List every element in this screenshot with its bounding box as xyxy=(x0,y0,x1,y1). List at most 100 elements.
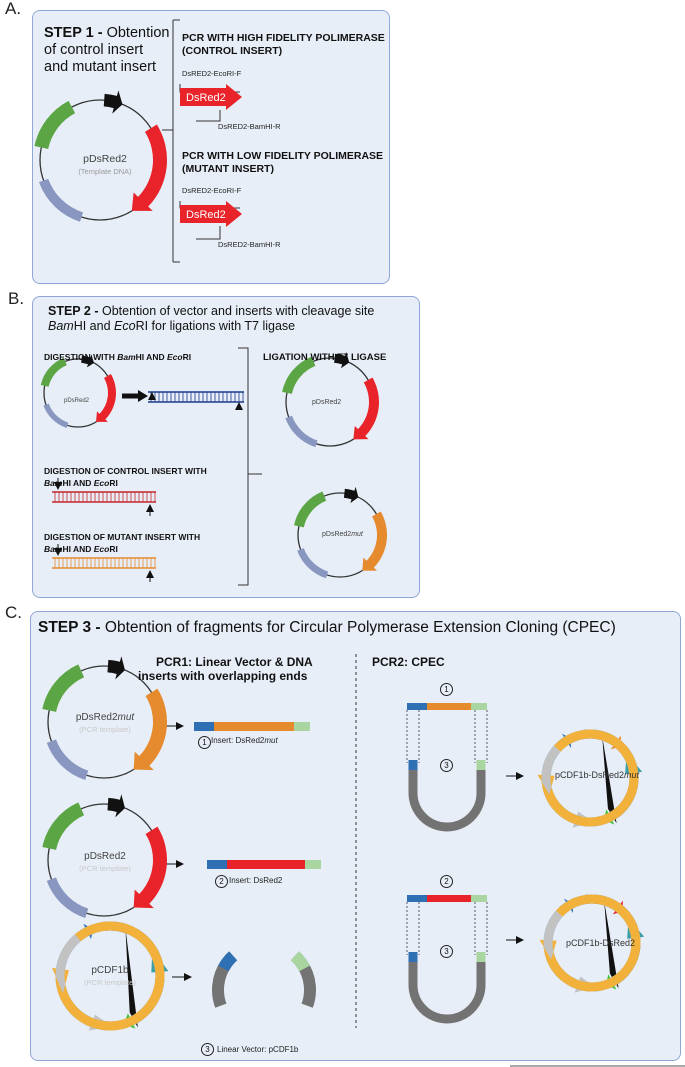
insert-2-bar-left xyxy=(207,860,227,869)
plasmid-sublabel: (Template DNA) xyxy=(78,167,132,176)
product-1-a: pCDF1b-DsRed2 xyxy=(555,770,625,780)
insert-1-a: Insert: DsRed2 xyxy=(211,736,265,745)
panel-a-title: STEP 1 - Obtention xyxy=(44,25,169,42)
panel-a-letter: A. xyxy=(5,0,22,18)
template-2-sub: (PCR template) xyxy=(79,864,131,873)
cpec-1-insert-body xyxy=(427,703,471,710)
panel-b-title-1: STEP 2 - Obtention of vector and inserts… xyxy=(48,304,374,318)
insert-2-bar-body xyxy=(227,860,305,869)
ligation-plasmid-1-label: pDsRed2 xyxy=(312,399,342,406)
digest-mutant-header-2: BamHI AND EcoRI xyxy=(44,544,118,554)
pcr1-header-2: inserts with overlapping ends xyxy=(138,669,308,683)
product-1-b: mut xyxy=(624,770,640,780)
panel-c-letter: C. xyxy=(5,603,22,622)
digest-1-b: HI AND xyxy=(135,352,167,362)
panel-b-small-plasmid-promoter xyxy=(81,354,94,368)
panel-a-title-line2: of control insert xyxy=(44,42,144,58)
digest-1-c: RI xyxy=(182,352,192,362)
panel-a-plasmid-lavender-gene xyxy=(38,178,84,222)
num-badge-vector: 3 xyxy=(201,1043,214,1056)
panel-a-box xyxy=(32,10,390,284)
ligation-plasmid-2-promoter xyxy=(343,486,359,504)
cpec-2-vector xyxy=(408,955,486,1024)
num-badge-cpec-1-top: 1 xyxy=(440,683,453,696)
primer-f-bottom: DsRED2-EcoRI-F xyxy=(182,186,242,195)
digest-1-bam: Bam xyxy=(117,352,136,362)
pcr-low-header-1: PCR WITH LOW FIDELITY POLIMERASE xyxy=(182,150,384,162)
digest-3-bam: Bam xyxy=(44,544,63,554)
panel-a-step-rest: Obtention xyxy=(106,25,170,41)
product-2-label: pCDF1b-DsRed2 xyxy=(566,938,636,948)
template-1-plasmid-promoter xyxy=(107,656,125,680)
digest-3-b: HI AND xyxy=(62,544,94,554)
pcr-high-header-1: PCR WITH HIGH FIDELITY POLIMERASE xyxy=(182,32,385,44)
template-1-b: mut xyxy=(117,712,135,723)
primer-r-bottom: DsRED2-BamHI-R xyxy=(218,240,281,249)
num-badge-cpec-2-top: 2 xyxy=(440,875,453,888)
digest-control-header-2: BamHI AND EcoRI xyxy=(44,478,118,488)
vector-label: Linear Vector: pCDF1b xyxy=(217,1045,299,1054)
panel-b-small-plasmid-green-gene xyxy=(40,357,68,387)
panel-a-plasmid-promoter xyxy=(103,90,123,114)
ligation-plasmid-1-promoter xyxy=(334,352,350,369)
template-2-plasmid-red-gene xyxy=(133,826,168,909)
dsred-bottom-shape xyxy=(180,201,242,227)
pcr2-header: PCR2: CPEC xyxy=(372,655,445,669)
panel-a-plasmid-green-gene xyxy=(34,100,76,150)
lig-2-b: mut xyxy=(351,531,363,538)
digest-2-b: HI AND xyxy=(62,478,94,488)
digest-mutant-header-1: DIGESTION OF MUTANT INSERT WITH xyxy=(44,532,201,542)
num-badge-insert-1: 1 xyxy=(198,736,211,749)
digest-3-c: RI xyxy=(109,544,118,554)
plasmid-label: pDsRed2 xyxy=(83,153,127,165)
template-1-plasmid-green-gene xyxy=(42,664,85,713)
digest-vector-header: DIGESTION WITH BamHI AND EcoRI xyxy=(44,352,191,362)
template-2-plasmid-promoter xyxy=(107,794,125,818)
dsred-top-shape xyxy=(180,84,242,110)
insert-1-b: mut xyxy=(264,736,278,745)
digest-1-a: DIGESTION WITH xyxy=(44,352,118,362)
insert-1-bar-left xyxy=(194,722,214,731)
cpec-1-vector-blue-end xyxy=(408,760,418,770)
insert-2-label: Insert: DsRed2 xyxy=(229,876,283,885)
primer-f-top: DsRED2-EcoRI-F xyxy=(182,69,242,78)
insert-1-bar-body xyxy=(214,722,294,731)
ligation-plasmid-2-green-gene xyxy=(294,491,327,528)
digest-2-eco: Eco xyxy=(93,478,110,488)
ligation-plasmid-2-orange-gene xyxy=(362,511,387,571)
template-1-plasmid-orange-gene xyxy=(133,688,167,771)
template-2-plasmid-lavender-gene xyxy=(46,877,89,918)
pcr1-header-1: PCR1: Linear Vector & DNA xyxy=(156,655,313,669)
digest-1-eco: Eco xyxy=(166,352,183,362)
pcr-low-header-2: (MUTANT INSERT) xyxy=(182,163,274,175)
title-line2-rest: RI for ligations with T7 ligase xyxy=(135,319,296,333)
ligation-plasmid-1-red-gene xyxy=(353,377,379,440)
ligation-plasmid-2-label: pDsRed2mut xyxy=(322,531,363,538)
hi-text: HI and xyxy=(73,319,115,333)
num-badge-cpec-1-bottom: 3 xyxy=(440,759,453,772)
linear-vector-green-end xyxy=(290,951,310,972)
template-2-label: pDsRed2 xyxy=(84,851,126,862)
lig-2-a: pDsRed2 xyxy=(322,531,352,538)
bam-italic: Bam xyxy=(48,319,74,333)
template-3-sub: (PCR template) xyxy=(84,978,136,987)
product-1-label: pCDF1b-DsRed2mut xyxy=(555,770,639,780)
gene-label-bottom: DsRed2 xyxy=(186,209,226,221)
num-badge-cpec-2-bottom: 3 xyxy=(440,945,453,958)
template-3-label: pCDF1b xyxy=(91,965,129,976)
panel-c-title: STEP 3 - Obtention of fragments for Circ… xyxy=(38,619,616,637)
panel-b-box xyxy=(32,296,420,598)
eco-italic: Eco xyxy=(114,319,136,333)
panel-a-title-line3: and mutant insert xyxy=(44,59,157,75)
digest-control-header-1: DIGESTION OF CONTROL INSERT WITH xyxy=(44,466,207,476)
num-badge-insert-2: 2 xyxy=(215,875,228,888)
panel-a-step-label: STEP 1 - xyxy=(44,25,107,41)
template-1-sub: (PCR template) xyxy=(79,725,131,734)
linear-vector-gap xyxy=(228,936,300,962)
primer-r-top: DsRED2-BamHI-R xyxy=(218,122,281,131)
insert-2-bar-right xyxy=(305,860,321,869)
panel-b-title-rest: Obtention of vector and inserts with cle… xyxy=(101,304,375,318)
ligation-header: LIGATION WITH T7 LIGASE xyxy=(263,352,387,363)
panel-b-step-label: STEP 2 - xyxy=(48,304,102,318)
